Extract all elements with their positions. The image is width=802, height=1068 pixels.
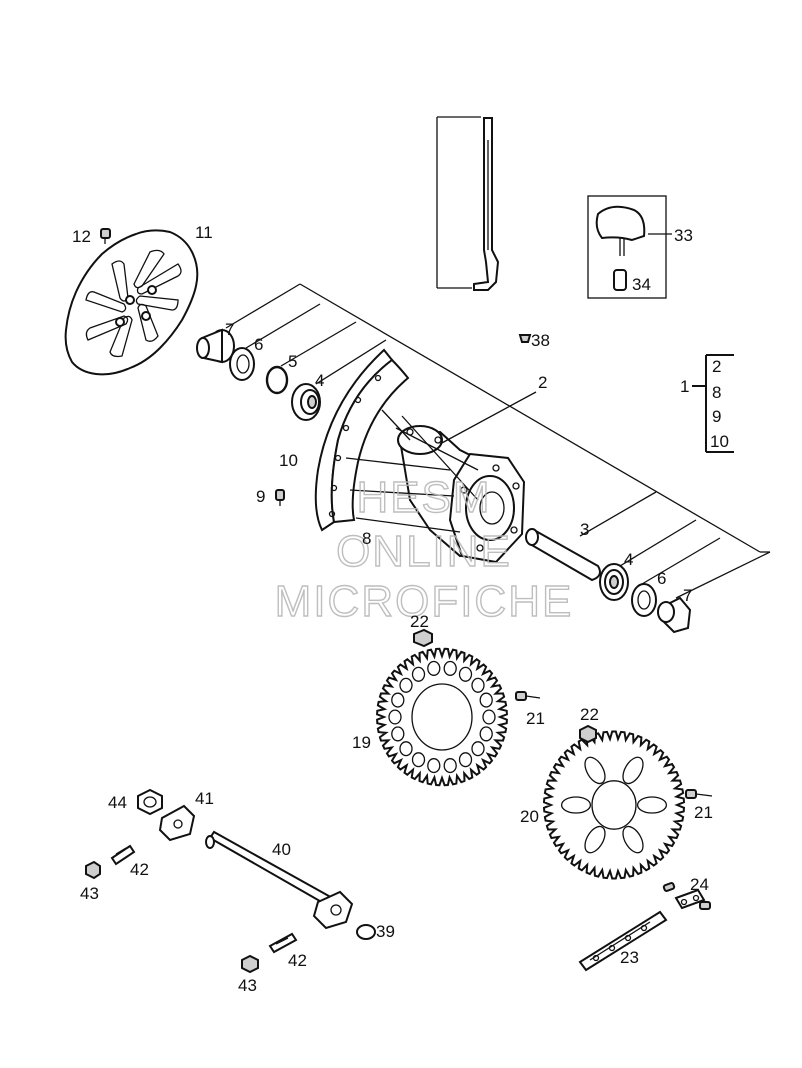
- callout-7-right: 7: [683, 586, 692, 605]
- callout-40: 40: [272, 840, 291, 859]
- bolt-21-a: [515, 691, 541, 701]
- bolt-21-b: [685, 789, 713, 799]
- callout-22-b: 22: [580, 705, 599, 724]
- group-1-member-9: 9: [712, 407, 721, 426]
- nut-44: [137, 788, 163, 816]
- nut-43-a: [85, 860, 101, 880]
- callout-43-b: 43: [238, 976, 257, 995]
- callout-7-left: 7: [225, 320, 234, 339]
- callout-34: 34: [632, 275, 651, 294]
- spacer-7-left: [196, 328, 235, 364]
- callout-44: 44: [108, 793, 127, 812]
- leader-lines-left: [225, 283, 761, 553]
- callout-12: 12: [72, 227, 91, 246]
- master-link-24: [662, 882, 711, 910]
- callout-9: 9: [256, 487, 265, 506]
- callout-23: 23: [620, 948, 639, 967]
- callout-6-right: 6: [657, 569, 666, 588]
- watermark-line-2: ONLINE: [336, 527, 512, 576]
- group-1-members: 2 8 9 10: [710, 357, 729, 451]
- nipple-9: [275, 489, 285, 506]
- nut-22-b: [579, 724, 597, 744]
- watermark-line-3: MICROFICHE: [275, 577, 574, 626]
- spacer-7-right: [657, 596, 692, 634]
- sprocket-20: [542, 730, 686, 880]
- callout-33: 33: [674, 226, 693, 245]
- callout-20: 20: [520, 807, 539, 826]
- callout-42-b: 42: [288, 951, 307, 970]
- callout-41: 41: [195, 789, 214, 808]
- callout-3: 3: [580, 520, 589, 539]
- callout-labels: 12 11 7 6 5 4 2 10 9 8 3 4 6 7 33 34 38 …: [72, 223, 713, 995]
- callout-6-left: 6: [254, 335, 263, 354]
- callout-8: 8: [362, 529, 371, 548]
- callout-5: 5: [288, 352, 297, 371]
- bolt-12: [100, 228, 111, 244]
- group-1-member-2: 2: [712, 357, 721, 376]
- cap-39: [356, 924, 376, 940]
- callout-24: 24: [690, 875, 709, 894]
- callout-42-a: 42: [130, 860, 149, 879]
- callout-21-a: 21: [526, 709, 545, 728]
- callout-22-a: 22: [410, 612, 429, 631]
- seal-6-left: [229, 347, 255, 381]
- hub-8: [345, 409, 526, 564]
- callout-19: 19: [352, 733, 371, 752]
- chain-adjuster-41: [158, 804, 196, 842]
- adjuster-bolt-42-b: [268, 932, 298, 954]
- spacer-3: [525, 528, 601, 582]
- rim-10: [314, 348, 410, 532]
- seal-6-right: [631, 583, 657, 617]
- callout-38: 38: [531, 331, 550, 350]
- nut-22-a: [413, 628, 433, 648]
- nut-43-b: [241, 954, 259, 974]
- callout-10: 10: [279, 451, 298, 470]
- callout-43-a: 43: [80, 884, 99, 903]
- rim-lock-inset: [587, 195, 672, 299]
- axle-40: [205, 830, 354, 930]
- sprocket-19: [376, 647, 508, 787]
- brake-disc: [64, 229, 199, 376]
- spoke-part: [436, 116, 500, 291]
- callout-1: 1: [680, 377, 689, 396]
- callout-21-b: 21: [694, 803, 713, 822]
- group-1-member-8: 8: [712, 383, 721, 402]
- callout-4-right: 4: [624, 550, 633, 569]
- callout-39: 39: [376, 922, 395, 941]
- watermark-line-1: HESM: [356, 473, 491, 522]
- circlip-5: [265, 365, 289, 395]
- bearing-4-left: [291, 383, 321, 421]
- leader-lines-right: [579, 491, 771, 599]
- group-1-member-10: 10: [710, 432, 729, 451]
- adjuster-bolt-42-a: [110, 844, 136, 866]
- chain-23: [578, 910, 668, 972]
- part-38: [518, 334, 532, 343]
- group-1-bracket: [692, 354, 734, 453]
- leader-2: [439, 391, 537, 445]
- callout-4-left: 4: [315, 371, 324, 390]
- callout-2: 2: [538, 373, 547, 392]
- callout-11: 11: [195, 223, 213, 242]
- bearing-4-right: [599, 563, 629, 601]
- watermark: HESM ONLINE MICROFICHE: [274, 472, 574, 626]
